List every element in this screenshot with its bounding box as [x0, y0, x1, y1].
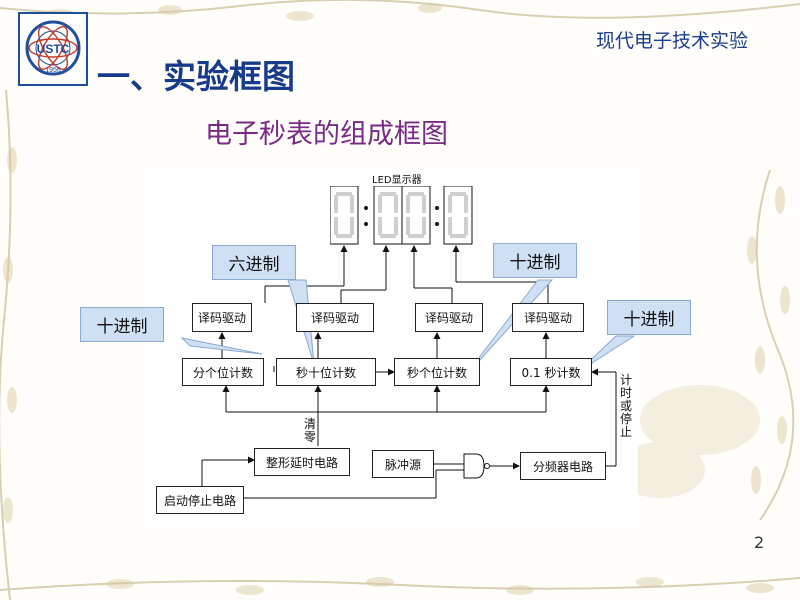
ustc-logo: USTC 1956: [18, 12, 88, 86]
decoder-tenth: 译码驱动: [512, 303, 584, 332]
course-title: 现代电子技术实验: [596, 30, 749, 52]
minute-ones-counter: 分个位计数: [182, 358, 264, 386]
start-stop-circuit: 启动停止电路: [156, 486, 244, 514]
decoder-sec-tens: 译码驱动: [296, 303, 374, 332]
digit-sec-ones: [406, 192, 426, 238]
section-title: 一、实验框图: [97, 57, 295, 96]
page-number: 2: [754, 533, 765, 552]
pulse-source: 脉冲源: [372, 450, 434, 478]
callout-hexal: 六进制: [212, 245, 296, 280]
second-ones-counter: 秒个位计数: [394, 358, 480, 386]
tenth-second-counter: 0.1 秒计数: [510, 358, 592, 386]
decoder-sec-ones: 译码驱动: [415, 303, 483, 332]
slide-subtitle: 电子秒表的组成框图: [205, 119, 448, 150]
callout-decimal-left: 十进制: [80, 307, 164, 342]
shaping-delay-circuit: 整形延时电路: [254, 448, 350, 476]
digit-minute: [334, 192, 354, 238]
second-tens-counter: 秒十位计数: [276, 358, 376, 386]
count-stop-label: 计时或停止: [620, 373, 633, 439]
led-display: [330, 186, 473, 245]
logo-text: USTC: [37, 42, 70, 56]
clear-label: 清零: [304, 417, 317, 444]
divider-circuit: 分频器电路: [520, 452, 606, 480]
logo-year: 1956: [45, 67, 61, 74]
block-diagram: LED显示器 译码驱动 译码驱动 译码驱动 译码驱动: [146, 168, 638, 528]
callout-decimal-right: 十进制: [607, 300, 691, 335]
decoder-minute: 译码驱动: [192, 303, 252, 332]
digit-tenth: [448, 192, 468, 238]
digit-sec-tens: [378, 192, 398, 238]
callout-decimal-mid: 十进制: [493, 243, 577, 278]
led-display-label: LED显示器: [372, 175, 422, 186]
